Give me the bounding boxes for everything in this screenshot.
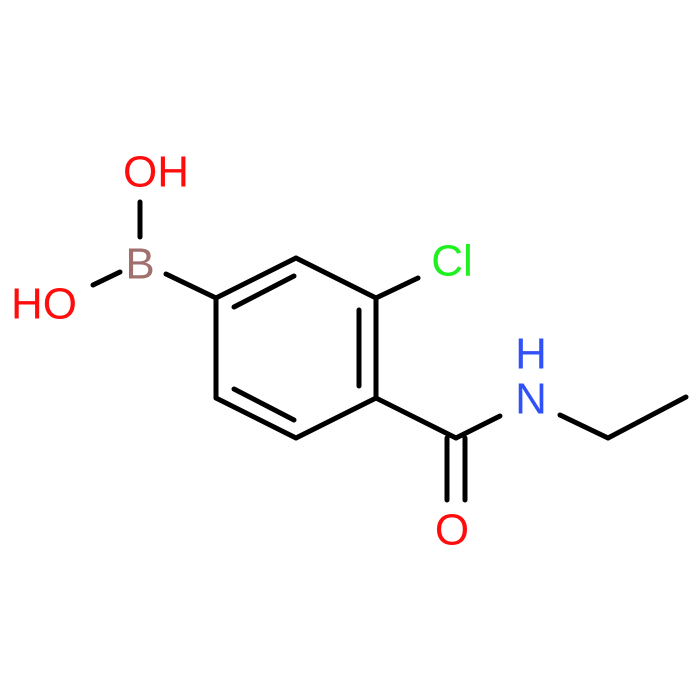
atom-label-oh-top: OH	[123, 148, 189, 197]
bond-ring-c1-c2	[213, 255, 299, 301]
bond-ring-carbonyl	[373, 395, 459, 441]
bond-ring-c2-c3	[293, 255, 379, 301]
bond-carbonyl-n	[453, 413, 503, 441]
bond-ring-inner-3	[231, 386, 297, 423]
atom-label-oh-left: HO	[11, 280, 77, 329]
bond-boron-oh-left	[90, 269, 123, 288]
atom-label-amide-h: H	[515, 330, 547, 379]
atom-labels: OH HO B Cl N H O	[11, 148, 547, 555]
atom-label-carbonyl-o: O	[435, 506, 469, 555]
bond-n-ch2	[557, 412, 611, 441]
bond-ring-boron	[163, 271, 219, 301]
bond-ring-c5-c6	[213, 395, 299, 441]
atom-label-boron: B	[125, 240, 154, 289]
bond-ring-chlorine	[373, 275, 421, 301]
bond-ring-c4-c5	[293, 395, 379, 441]
bonds	[90, 199, 689, 503]
atom-label-amide-n: N	[515, 375, 547, 424]
bond-ring-inner-1	[231, 273, 297, 310]
bond-ch2-ch3	[605, 394, 689, 441]
atom-label-chlorine: Cl	[431, 237, 473, 286]
